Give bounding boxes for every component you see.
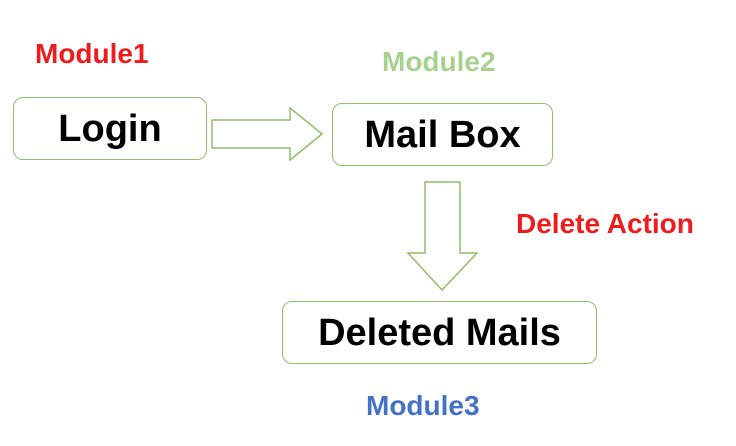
mailbox-box-label: Mail Box bbox=[364, 113, 521, 156]
arrow-mailbox-to-deleted bbox=[406, 181, 479, 292]
module3-label: Module3 bbox=[366, 390, 480, 421]
module2-label: Module2 bbox=[382, 46, 496, 77]
login-box-label: Login bbox=[58, 107, 162, 150]
deleted-mails-box: Deleted Mails bbox=[282, 301, 597, 364]
arrow-login-to-mailbox bbox=[211, 106, 324, 162]
delete-action-label: Delete Action bbox=[516, 208, 694, 239]
module1-label: Module1 bbox=[35, 38, 149, 69]
mailbox-box: Mail Box bbox=[332, 103, 553, 166]
login-box: Login bbox=[13, 97, 207, 160]
deleted-mails-box-label: Deleted Mails bbox=[318, 311, 561, 354]
